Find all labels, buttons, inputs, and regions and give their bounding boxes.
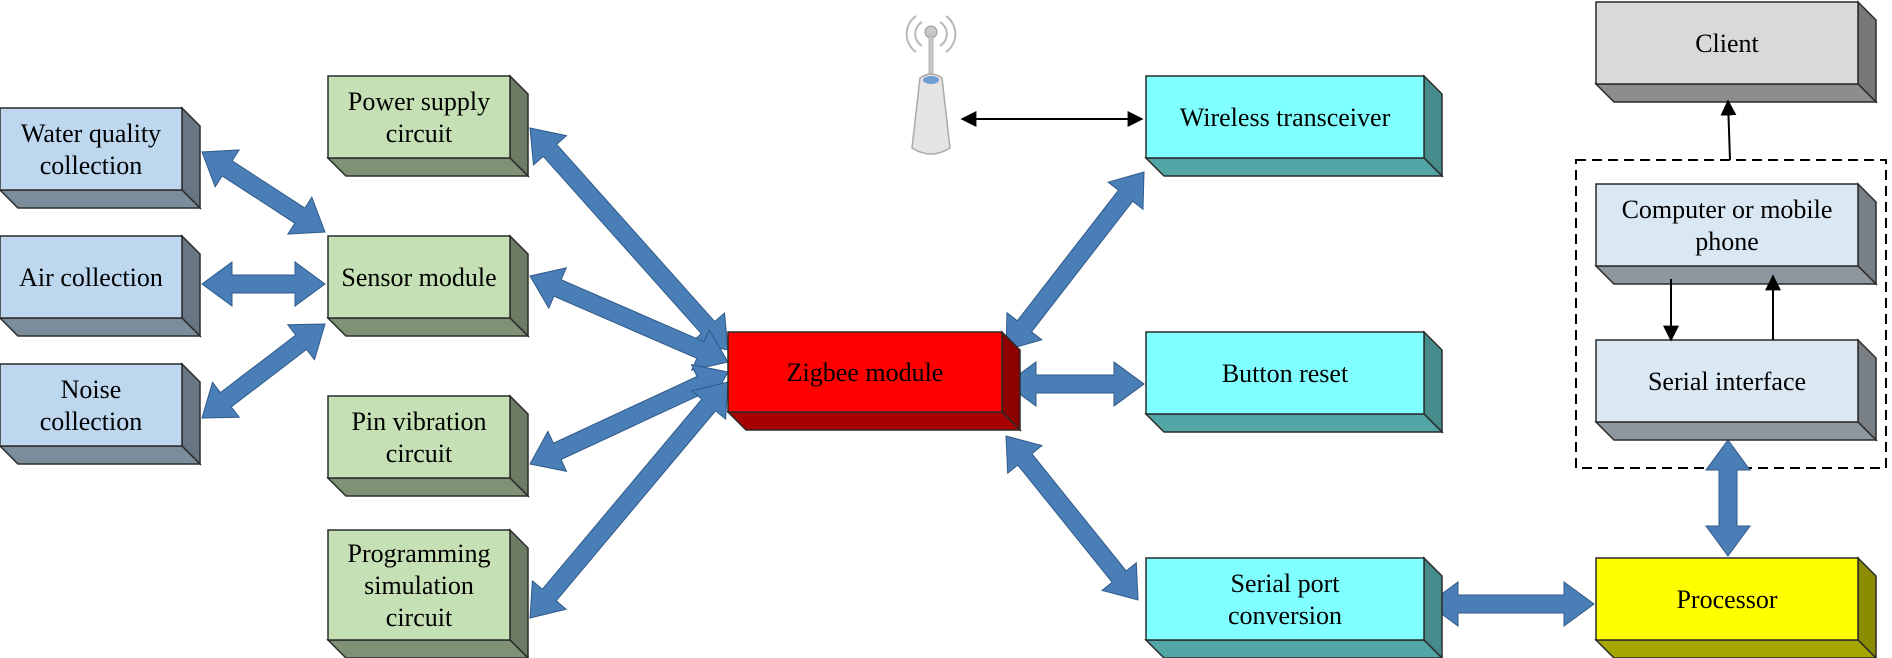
computer-label-line-0: Computer or mobile — [1622, 195, 1833, 224]
serialport-box-face — [1145, 557, 1425, 641]
air-sensor-arrow — [201, 261, 326, 307]
prog-label-line-2: circuit — [386, 603, 453, 632]
client-box-face — [1595, 1, 1859, 85]
noise-box-face — [0, 363, 183, 447]
serialif-label-line-0: Serial interface — [1648, 367, 1806, 396]
group-to-client-arrow — [1720, 99, 1737, 161]
serialport-label-line-1: conversion — [1228, 601, 1342, 630]
button-box-bottom — [1144, 413, 1444, 433]
client-label-line-0: Client — [1695, 29, 1759, 58]
noise-sensor-arrow — [201, 323, 326, 419]
power-label-line-1: circuit — [386, 119, 453, 148]
prog-label-line-1: simulation — [364, 571, 474, 600]
computer-box-bottom — [1594, 265, 1878, 285]
button-label-line-0: Button reset — [1222, 359, 1349, 388]
serialif-box: Serial interface — [1594, 338, 1878, 442]
air-box-face — [0, 235, 183, 319]
zigbee-wireless-arrow — [1005, 171, 1145, 351]
sensor-box-face — [327, 235, 511, 319]
zigbee-button-arrow — [1005, 361, 1145, 407]
processor-box: Processor — [1594, 556, 1878, 658]
zigbee-label-line-0: Zigbee module — [787, 358, 944, 387]
water-box-face — [0, 107, 183, 191]
processor-label-line-0: Processor — [1676, 585, 1777, 614]
power-box: Power supply circuit — [326, 74, 530, 178]
water-box: Water quality collection — [0, 106, 202, 210]
pin-label-line-1: circuit — [386, 439, 453, 468]
client-box-bottom — [1594, 83, 1878, 103]
zigbee-box-bottom — [726, 411, 1022, 431]
wireless-label-line-0: Wireless transceiver — [1180, 103, 1391, 132]
computer-box-face — [1595, 183, 1859, 267]
prog-label-line-0: Programming — [348, 539, 491, 568]
serialport-box-bottom — [1144, 639, 1444, 658]
noise-label-line-0: Noise — [61, 375, 122, 404]
zigbee-serialport-arrow — [1005, 435, 1139, 601]
client-box: Client — [1594, 0, 1878, 104]
water-box-bottom — [0, 189, 202, 209]
pin-box-face — [327, 395, 511, 479]
prog-box-bottom — [326, 639, 530, 658]
button-box: Button reset — [1144, 330, 1444, 434]
prog-box-side — [509, 528, 529, 658]
computer-box: Computer or mobile phone — [1594, 182, 1878, 286]
antenna-icon — [905, 15, 957, 155]
processor-serialif-arrow — [1705, 439, 1751, 557]
air-box-bottom — [0, 317, 202, 337]
noise-box-bottom — [0, 445, 202, 465]
pin-box: Pin vibration circuit — [326, 394, 530, 498]
noise-box: Noise collection — [0, 362, 202, 466]
serialport-label-line-0: Serial port — [1230, 569, 1340, 598]
power-box-bottom — [326, 157, 530, 177]
power-box-face — [327, 75, 511, 159]
serialif-box-bottom — [1594, 421, 1878, 441]
zigbee-box-face — [727, 331, 1003, 413]
serialport-processor-arrow — [1427, 581, 1595, 627]
water-sensor-arrow — [201, 149, 326, 235]
noise-label-line-1: collection — [40, 407, 143, 436]
sensor-box-bottom — [326, 317, 530, 337]
zigbee-box: Zigbee module — [726, 330, 1022, 432]
water-label-line-0: Water quality — [21, 119, 161, 148]
air-label-line-0: Air collection — [19, 263, 163, 292]
prog-box: Programming simulation circuit — [326, 528, 530, 658]
serialport-box: Serial port conversion — [1144, 556, 1444, 658]
computer-label-line-1: phone — [1695, 227, 1759, 256]
wireless-box-face — [1145, 75, 1425, 159]
connection-arrows — [201, 127, 1751, 627]
sensor-label-line-0: Sensor module — [341, 263, 496, 292]
pin-box-bottom — [326, 477, 530, 497]
pin-label-line-0: Pin vibration — [351, 407, 486, 436]
power-label-line-0: Power supply — [348, 87, 490, 116]
processor-box-face — [1595, 557, 1859, 641]
button-box-face — [1145, 331, 1425, 415]
water-label-line-1: collection — [40, 151, 143, 180]
wireless-box-bottom — [1144, 157, 1444, 177]
sensor-box: Sensor module — [326, 234, 530, 338]
wireless-box: Wireless transceiver — [1144, 74, 1444, 178]
processor-box-bottom — [1594, 639, 1878, 658]
prog-box-face — [327, 529, 511, 641]
serialif-box-face — [1595, 339, 1859, 423]
air-box: Air collection — [0, 234, 202, 338]
